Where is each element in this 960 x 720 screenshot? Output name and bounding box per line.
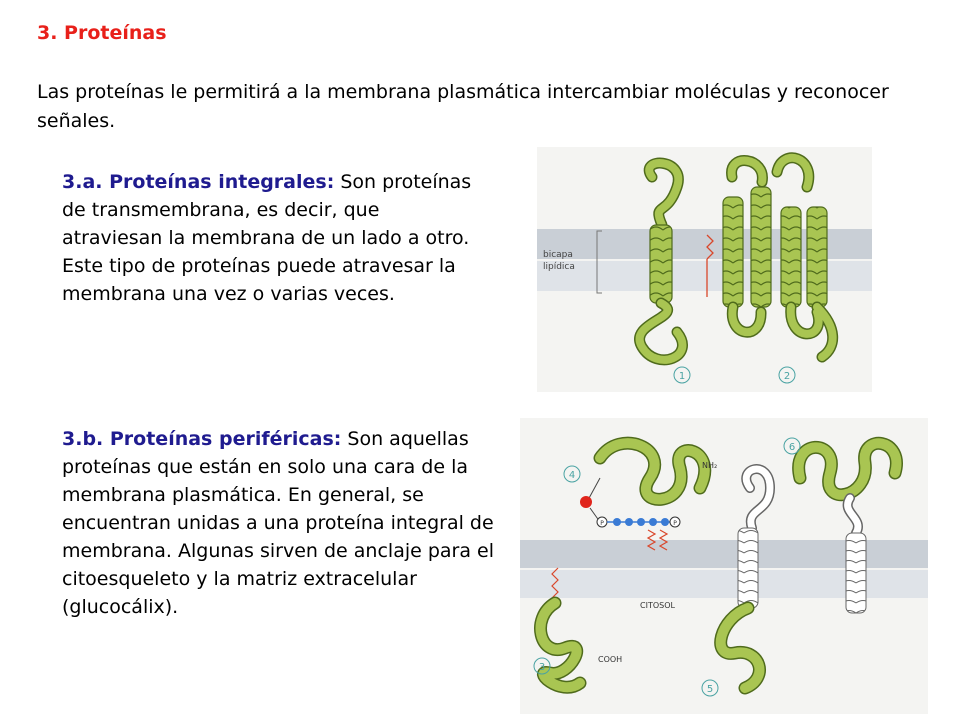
integral-proteins-figure: bicapa lipídica 1 2 [537,147,872,392]
lipid-anchored-protein: P P NH₂ [580,436,717,551]
phosphate-label-left: P [600,520,604,527]
figure-marker-5-label: 5 [707,684,713,695]
figure-marker-3-label: 3 [539,662,545,673]
membrane-lower-leaflet-2 [520,570,928,598]
figure-marker-4 [563,465,581,483]
peripheral-proteins-text: Son aquellas proteínas que están en solo… [62,428,495,618]
integral-proteins-heading: 3.a. Proteínas integrales: [62,171,335,193]
integral-proteins-illustration: bicapa lipídica 1 2 [537,152,872,384]
figure-marker-4-label: 4 [569,470,575,481]
integral-with-peripheral-protein [714,464,776,695]
phosphate-label-right: P [673,520,677,527]
figure-marker-5 [701,679,719,697]
integral-proteins-block: 3.a. Proteínas integrales: Son proteínas… [62,168,482,308]
figure-marker-6 [783,437,801,455]
multi-pass-protein [722,152,839,363]
single-pass-protein [634,157,714,366]
cooh-label: COOH [598,655,622,664]
figure-marker-3 [533,657,551,675]
peripheral-proteins-illustration: P P NH₂ COOH CITOSOL [520,436,928,697]
citosol-label: CITOSOL [640,601,676,610]
figure-marker-2 [778,366,796,384]
figure-marker-1-label: 1 [679,371,685,382]
membrane-upper-leaflet-2 [520,540,928,568]
intro-paragraph: Las proteínas le permitirá a la membrana… [37,81,889,132]
figure-marker-2-label: 2 [784,371,790,382]
integral-with-extracellular-protein [792,436,903,614]
cytosolic-anchored-protein: COOH CITOSOL [534,567,676,694]
peripheral-proteins-heading: 3.b. Proteínas periféricas: [62,428,342,450]
bilayer-label-line1: bicapa [543,250,573,260]
bilayer-label-line2: lipídica [543,262,575,272]
section-title: 3. Proteínas [37,22,167,44]
anchor-red-dot [580,496,592,508]
figure-marker-1 [673,366,691,384]
nh2-label: NH₂ [702,461,717,470]
peripheral-proteins-figure: P P NH₂ COOH CITOSOL [520,418,928,714]
figure-marker-6-label: 6 [789,442,795,453]
integral-proteins-text: Son proteínas de transmembrana, es decir… [62,171,472,249]
peripheral-proteins-block: 3.b. Proteínas periféricas: Son aquellas… [62,425,502,621]
integral-proteins-text-2: Este tipo de proteínas puede atravesar l… [62,255,456,305]
